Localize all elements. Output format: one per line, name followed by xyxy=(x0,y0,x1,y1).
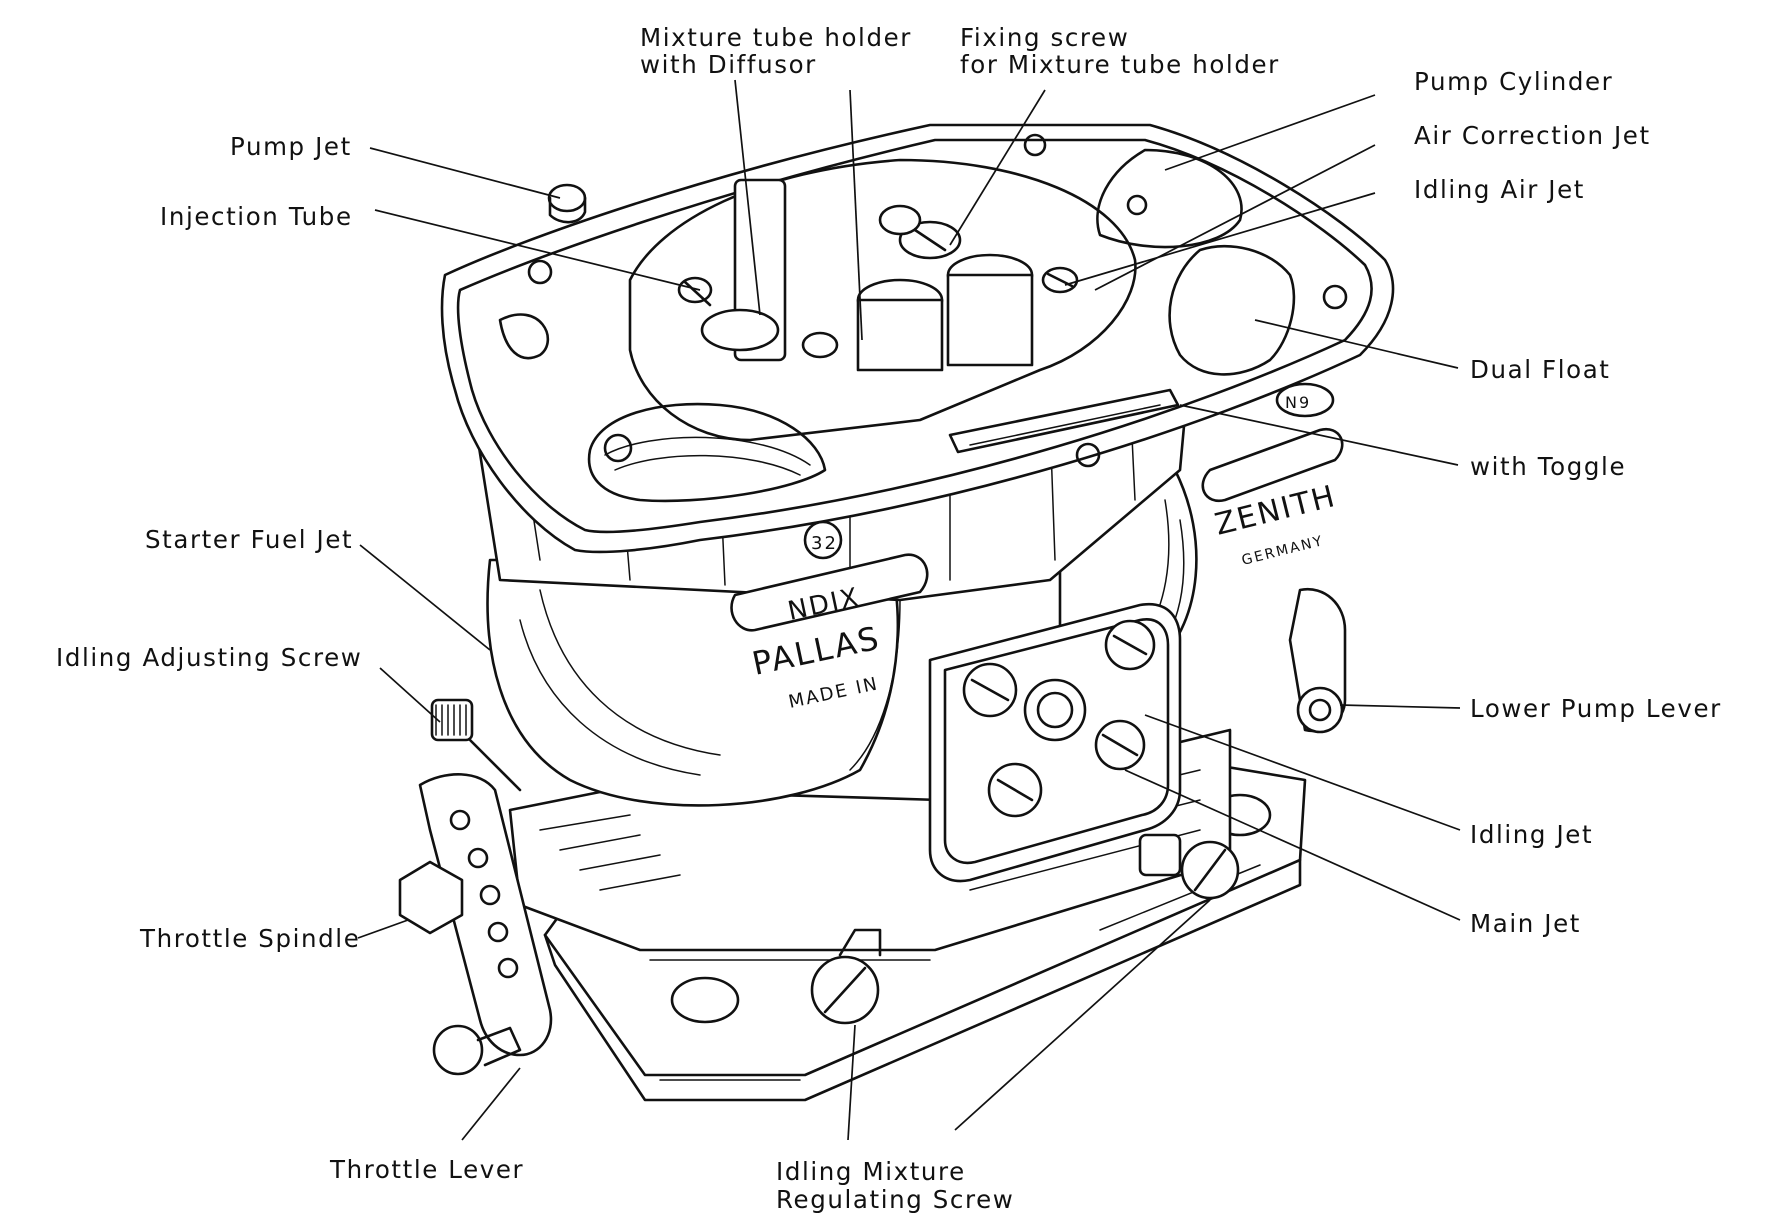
stamp-germany: GERMANY xyxy=(1240,533,1325,569)
jet-block xyxy=(928,602,1182,883)
label-throttle-lever: Throttle Lever xyxy=(329,1155,524,1184)
leader-idling-adjusting-screw xyxy=(379,667,441,723)
leader-mixture-tube-holder xyxy=(734,79,761,316)
leader-mixture-tube-holder-2 xyxy=(849,89,863,341)
label-starter-fuel-jet: Starter Fuel Jet xyxy=(145,525,353,554)
label-air-correction-jet: Air Correction Jet xyxy=(1414,121,1651,150)
label-main-jet: Main Jet xyxy=(1470,909,1581,938)
leader-idling-mixture-screw-1 xyxy=(847,1024,856,1141)
leader-lines xyxy=(357,79,1461,1141)
pump-jet-knob xyxy=(547,183,587,224)
label-lower-pump-lever: Lower Pump Lever xyxy=(1470,694,1722,723)
carburetor-illustration: NDIX PALLAS MADE IN 32 ZENITH GERMANY N9 xyxy=(398,123,1395,1102)
leader-pump-jet xyxy=(369,147,561,199)
leader-throttle-spindle xyxy=(357,919,409,939)
lower-pump-lever-part xyxy=(1288,587,1347,734)
label-idling-mixture-2: Regulating Screw xyxy=(776,1185,1014,1214)
leader-starter-fuel-jet xyxy=(359,544,491,651)
label-fixing-screw-2: for Mixture tube holder xyxy=(960,50,1280,79)
stamp-size-32: 32 xyxy=(811,533,838,554)
leader-idling-mixture-screw-2 xyxy=(954,899,1211,1131)
idling-mixture-screws xyxy=(810,833,1240,1025)
leader-throttle-lever xyxy=(461,1067,521,1141)
leader-idling-air-jet xyxy=(1064,192,1376,286)
label-idling-jet: Idling Jet xyxy=(1470,820,1593,849)
label-throttle-spindle: Throttle Spindle xyxy=(139,924,360,953)
interior-chambers xyxy=(498,148,1296,503)
stamp-no: N9 xyxy=(1285,393,1311,412)
throttle-lever-assembly xyxy=(398,698,553,1076)
label-injection-tube: Injection Tube xyxy=(160,202,353,231)
label-fixing-screw-1: Fixing screw xyxy=(960,23,1129,52)
leader-dual-float xyxy=(1254,319,1459,369)
label-idling-adjusting-screw: Idling Adjusting Screw xyxy=(56,643,362,672)
leader-with-toggle xyxy=(1179,404,1459,466)
leader-fixing-screw xyxy=(949,89,1046,246)
label-mixture-tube-holder-2: with Diffusor xyxy=(640,50,817,79)
leader-air-correction-jet xyxy=(1094,144,1376,291)
label-idling-air-jet: Idling Air Jet xyxy=(1414,175,1585,204)
label-mixture-tube-holder-1: Mixture tube holder xyxy=(640,23,912,52)
leader-main-jet xyxy=(1124,769,1461,921)
leader-lower-pump-lever xyxy=(1339,704,1461,709)
label-pump-jet: Pump Jet xyxy=(230,132,352,161)
leader-injection-tube xyxy=(374,209,701,291)
leader-idling-jet xyxy=(1144,714,1461,831)
callout-labels: Mixture tube holder with Diffusor Fixing… xyxy=(56,23,1722,1214)
leader-pump-cylinder xyxy=(1164,94,1376,171)
label-pump-cylinder: Pump Cylinder xyxy=(1414,67,1613,96)
label-with-toggle: with Toggle xyxy=(1470,452,1626,481)
label-dual-float: Dual Float xyxy=(1470,355,1611,384)
label-idling-mixture-1: Idling Mixture xyxy=(776,1157,966,1186)
